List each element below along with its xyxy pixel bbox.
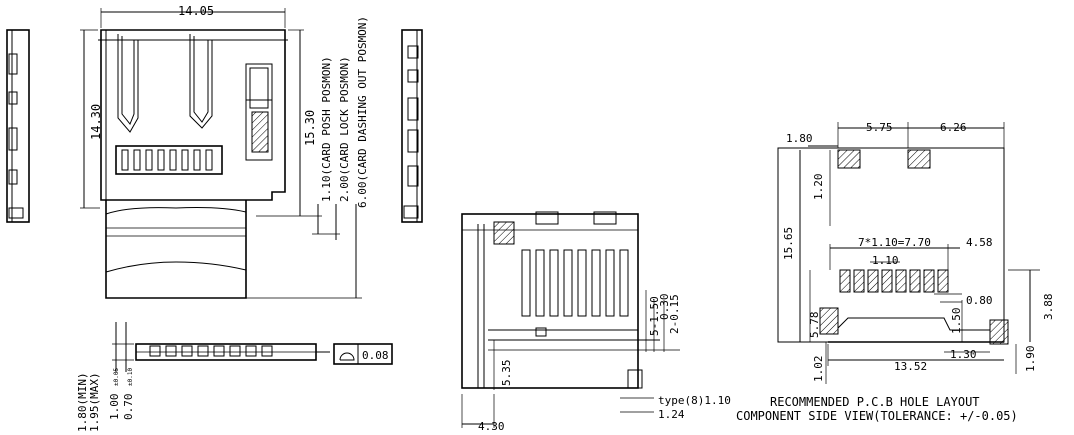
pcb-dim-1-50: 1.50 (950, 308, 963, 335)
pcb-dim-1-90: 1.90 (1024, 346, 1037, 373)
pcb-dim-15-65: 15.65 (782, 227, 795, 260)
pcb-dim-13-52: 13.52 (894, 360, 927, 373)
eject-position-note: 6.00(CARD DASHING OUT POSMON) (356, 16, 369, 208)
side-width-dim: 4.30 (478, 420, 505, 433)
front-dim-2: 0.70 (122, 394, 135, 421)
pcb-pitch: 1.10 (872, 254, 899, 267)
pcb-layout-subtitle: COMPONENT SIDE VIEW(TOLERANCE: +/-0.05) (736, 409, 1018, 423)
pcb-dim-6-26: 6.26 (940, 121, 967, 134)
pcb-layout-view: 5.75 6.26 1.80 1.20 15.65 7*1.10=7.70 4.… (736, 121, 1055, 423)
side-dim-c: 2-0.15 (668, 294, 681, 334)
pcb-pitch-total: 7*1.10=7.70 (858, 236, 931, 249)
top-width-dim: 14.05 (178, 4, 214, 18)
right-side-view (401, 29, 423, 223)
side-type-pitch: type(8)1.10 (658, 394, 731, 407)
pad-bottom-left (819, 307, 839, 335)
side-contacts (521, 249, 629, 317)
lock-position-note: 2.00(CARD LOCK POSMON) (338, 56, 351, 202)
flatness-value: 0.08 (362, 349, 389, 362)
pad-bottom-right (989, 319, 1009, 345)
front-height-min: 1.80(MIN) (76, 372, 89, 432)
front-height-max: 1.95(MAX) (88, 372, 101, 432)
pad-top-left (837, 149, 861, 169)
side-height-dim: 5.35 (500, 360, 513, 387)
contact-fingers (121, 149, 213, 171)
signal-pads (839, 269, 949, 293)
front-dim-2-tol: ±0.10 (127, 368, 134, 386)
pcb-dim-0-80: 0.80 (966, 294, 993, 307)
pcb-dim-5-75: 5.75 (866, 121, 893, 134)
front-contacts (149, 345, 273, 357)
pcb-dim-1-80: 1.80 (786, 132, 813, 145)
left-side-view (6, 29, 30, 223)
side-pad-dim: 1.24 (658, 408, 685, 421)
side-dim-a: 5-1.50 (648, 296, 661, 336)
top-view: 14.05 14.30 15.30 1.10(CARD POSH POSMON)… (80, 4, 369, 299)
pcb-dim-1-30: 1.30 (950, 348, 977, 361)
top-overall-dim: 15.30 (303, 110, 317, 146)
pcb-layout-title: RECOMMENDED P.C.B HOLE LAYOUT (770, 395, 980, 409)
pcb-side-view: 5-1.50 0.30 2-0.15 5.35 4.30 type(8)1.10… (461, 211, 731, 433)
pcb-dim-4-58: 4.58 (966, 236, 993, 249)
push-position-note: 1.10(CARD POSH POSMON) (320, 56, 333, 202)
front-dim-1: 1.00 (108, 394, 121, 421)
top-height-dim: 14.30 (89, 104, 103, 140)
pcb-dim-1-02: 1.02 (812, 356, 825, 383)
front-dim-1-tol: ±0.05 (113, 368, 120, 386)
pcb-dim-3-88: 3.88 (1042, 294, 1055, 321)
pcb-dim-5-78: 5.78 (808, 312, 821, 339)
pad-top-right (907, 149, 931, 169)
side-dim-b: 0.30 (658, 294, 671, 321)
pcb-dim-1-20: 1.20 (812, 174, 825, 201)
front-view: 0.08 1.80(MIN) 1.95(MAX) 1.00 ±0.05 0.70… (76, 322, 393, 432)
